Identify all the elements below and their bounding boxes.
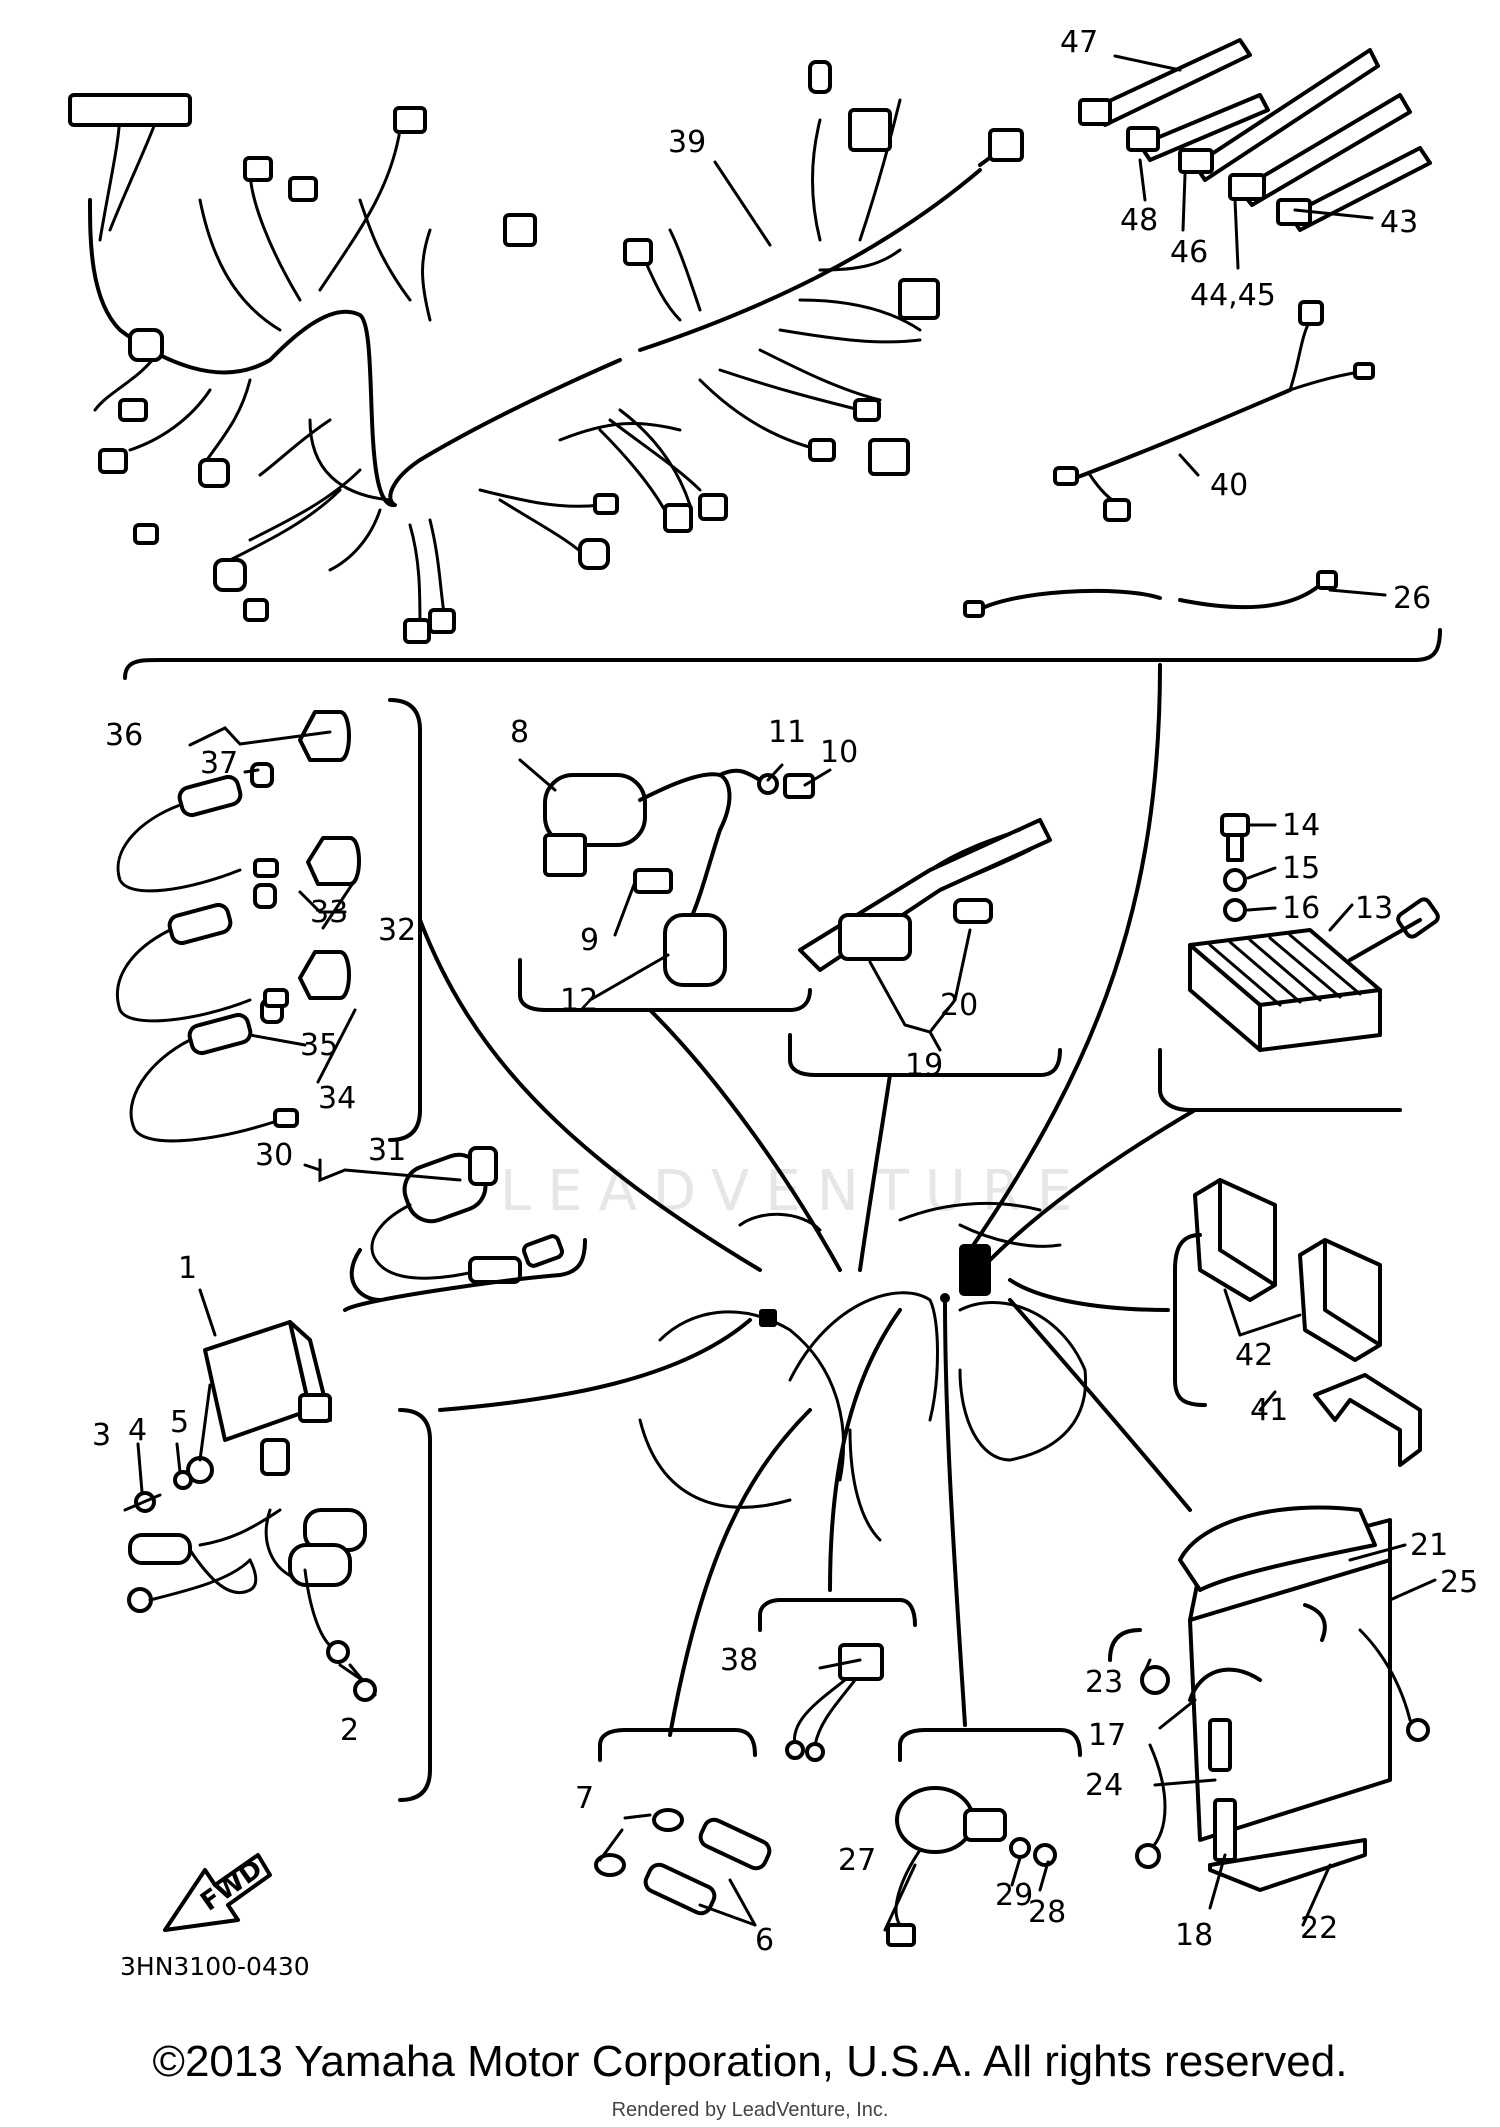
callout-2: 2	[340, 1713, 359, 1748]
callout-36: 36	[105, 718, 143, 753]
callout-35: 35	[300, 1028, 338, 1063]
callout-47: 47	[1060, 25, 1098, 60]
callout-33: 33	[310, 895, 348, 930]
connector-38	[758, 1598, 917, 1762]
starter-relay	[788, 818, 1062, 1077]
callout-24: 24	[1085, 1768, 1123, 1803]
callout-14: 14	[1282, 808, 1320, 843]
callout-5: 5	[170, 1405, 189, 1440]
relay-group	[123, 1320, 432, 1802]
callout-31: 31	[368, 1133, 406, 1168]
copyright-notice: ©2013 Yamaha Motor Corporation, U.S.A. A…	[152, 2037, 1348, 2086]
callout-15: 15	[1282, 851, 1320, 886]
callout-12: 12	[560, 983, 598, 1018]
fwd-arrow-icon: FWD	[163, 1853, 272, 1932]
callout-18: 18	[1175, 1918, 1213, 1953]
callout-25: 25	[1440, 1565, 1478, 1600]
callout-9: 9	[580, 923, 599, 958]
callout-43: 43	[1380, 205, 1418, 240]
callout-37: 37	[200, 746, 238, 781]
callout-3: 3	[92, 1418, 111, 1453]
callout-27: 27	[838, 1843, 876, 1878]
callout-22: 22	[1300, 1911, 1338, 1946]
connector-covers	[1173, 1178, 1422, 1467]
wire-harness	[68, 60, 1024, 644]
ignition-coil	[518, 768, 815, 1012]
callout-34: 34	[318, 1081, 356, 1116]
callout-16: 16	[1282, 891, 1320, 926]
sensor-group	[115, 698, 422, 1143]
callout-7: 7	[575, 1781, 594, 1816]
callout-41: 41	[1250, 1393, 1288, 1428]
callout-1: 1	[178, 1251, 197, 1286]
lead-wire-40	[1053, 300, 1375, 522]
callout-21: 21	[1410, 1528, 1448, 1563]
callout-44-45: 44,45	[1190, 278, 1276, 313]
callout-8: 8	[510, 715, 529, 750]
callout-11: 11	[768, 715, 806, 750]
callout-42: 42	[1235, 1338, 1273, 1373]
callout-13: 13	[1355, 891, 1393, 926]
callout-28: 28	[1028, 1895, 1066, 1930]
callout-6: 6	[755, 1923, 774, 1958]
callout-17: 17	[1088, 1718, 1126, 1753]
battery	[1108, 1505, 1430, 1892]
callout-32: 32	[378, 913, 416, 948]
diagram-code: 3HN3100-0430	[120, 1952, 310, 1981]
rendered-by-notice: Rendered by LeadVenture, Inc.	[611, 2099, 889, 2121]
callout-10: 10	[820, 735, 858, 770]
callout-23: 23	[1085, 1665, 1123, 1700]
callout-30: 30	[255, 1138, 293, 1173]
callout-48: 48	[1120, 203, 1158, 238]
callout-29: 29	[995, 1878, 1033, 1913]
lead-wire-26	[963, 570, 1338, 618]
switch-27-29	[886, 1728, 1082, 1947]
plugs-6-7	[594, 1728, 772, 1916]
vehicle-outline	[638, 1201, 1088, 1542]
leader-lines	[136, 54, 1437, 1932]
callout-39: 39	[668, 125, 706, 160]
callout-40: 40	[1210, 468, 1248, 503]
callout-19: 19	[905, 1048, 943, 1083]
callout-20: 20	[940, 988, 978, 1023]
callout-4: 4	[128, 1413, 147, 1448]
watermark-text: LEADVENTURE	[500, 1159, 1088, 1224]
harness-bracket	[123, 628, 1442, 680]
cable-ties	[1078, 38, 1432, 232]
callout-26: 26	[1393, 581, 1431, 616]
rectifier-regulator	[1158, 813, 1440, 1112]
switch-30-31	[343, 1146, 587, 1312]
callout-labels: 47 39 48 46 44,45 43 40 26 36 37 8 11 10…	[92, 25, 1478, 1958]
callout-38: 38	[720, 1643, 758, 1678]
callout-46: 46	[1170, 235, 1208, 270]
harness-routing-lines	[418, 663, 1197, 1737]
